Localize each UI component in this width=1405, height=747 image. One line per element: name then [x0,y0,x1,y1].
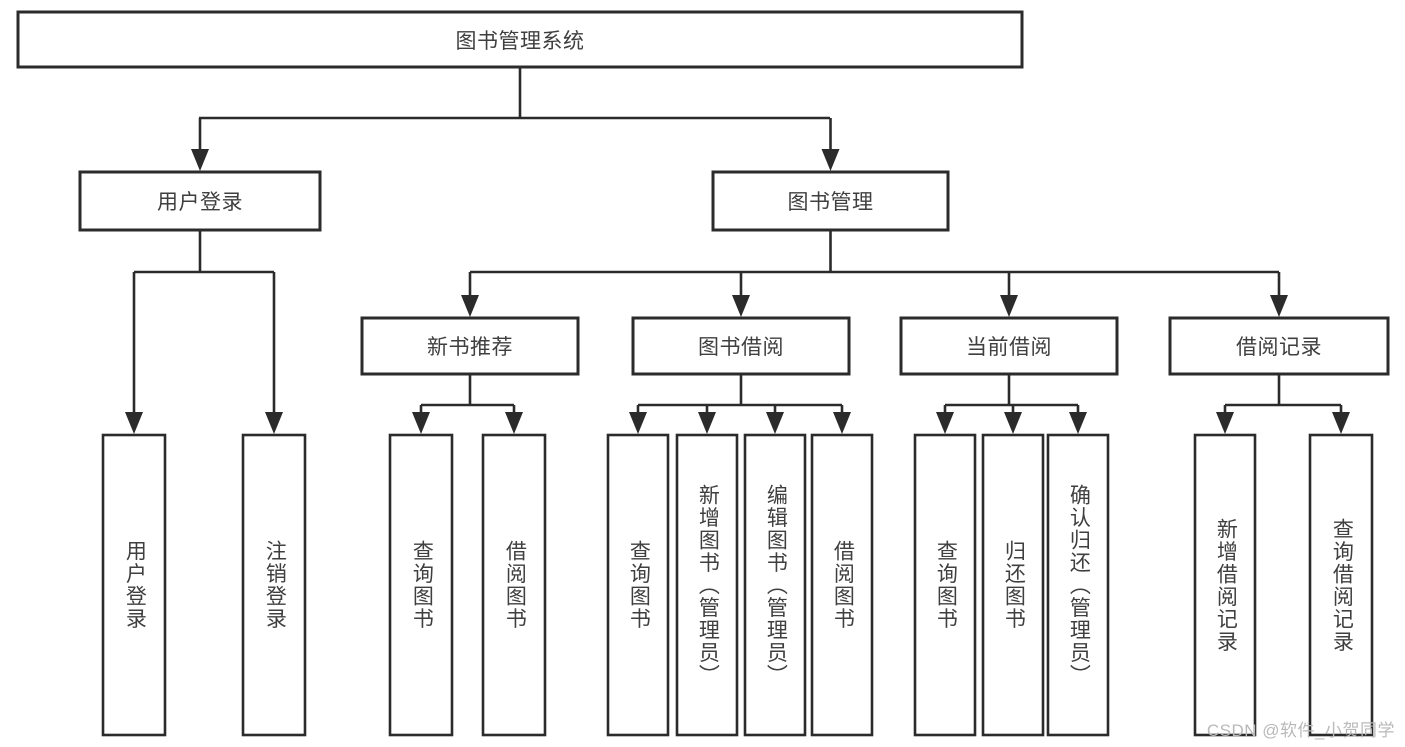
node-box-root[interactable] [16,10,1024,69]
arrow-to-new-book-recommend [461,295,479,317]
arrow-to-leaf-add-book [698,412,716,434]
node-box-layer [16,10,1390,737]
arrow-to-borrow-record [1270,295,1288,317]
node-box-leaf-query-book-2[interactable] [606,433,670,737]
node-box-book-borrow[interactable] [631,316,851,376]
arrow-to-leaf-edit-book [766,412,784,434]
arrow-to-leaf-borrow-book-2 [833,412,851,434]
node-box-leaf-query-book-3[interactable] [913,433,977,737]
arrow-to-leaf-query-book-1 [412,412,430,434]
node-box-leaf-user-login[interactable] [101,433,167,737]
node-box-leaf-logout[interactable] [241,433,307,737]
node-box-leaf-edit-book[interactable] [743,433,807,737]
node-box-current-borrow[interactable] [899,316,1119,376]
csdn-watermark: CSDN @软件_小贺同学 [1206,721,1395,740]
node-box-leaf-confirm-return[interactable] [1046,433,1110,737]
arrow-to-leaf-user-login [125,412,143,434]
node-box-leaf-return-book[interactable] [981,433,1045,737]
node-box-leaf-query-record[interactable] [1308,433,1374,737]
arrow-to-leaf-borrow-book-1 [505,412,523,434]
node-box-book-manage[interactable] [711,170,950,232]
arrow-to-book-borrow [732,295,750,317]
arrow-to-leaf-logout [265,412,283,434]
node-box-leaf-borrow-book-1[interactable] [481,433,547,737]
arrow-to-leaf-confirm-return [1069,412,1087,434]
node-box-borrow-record[interactable] [1168,316,1390,376]
node-box-leaf-query-book-1[interactable] [388,433,454,737]
node-box-leaf-add-record[interactable] [1193,433,1257,737]
node-box-leaf-borrow-book-2[interactable] [810,433,874,737]
arrow-to-leaf-query-book-2 [629,412,647,434]
arrow-to-leaf-query-book-3 [936,412,954,434]
node-box-leaf-add-book[interactable] [675,433,739,737]
node-box-new-book-recommend[interactable] [360,316,580,376]
arrow-to-leaf-return-book [1004,412,1022,434]
arrow-to-user-login [191,149,209,171]
connector-layer [125,67,1350,434]
arrow-to-current-borrow [1000,295,1018,317]
arrow-to-book-manage [821,149,840,171]
node-box-user-login[interactable] [78,170,322,232]
arrow-to-leaf-add-record [1216,412,1234,434]
arrow-to-leaf-query-record [1332,412,1350,434]
